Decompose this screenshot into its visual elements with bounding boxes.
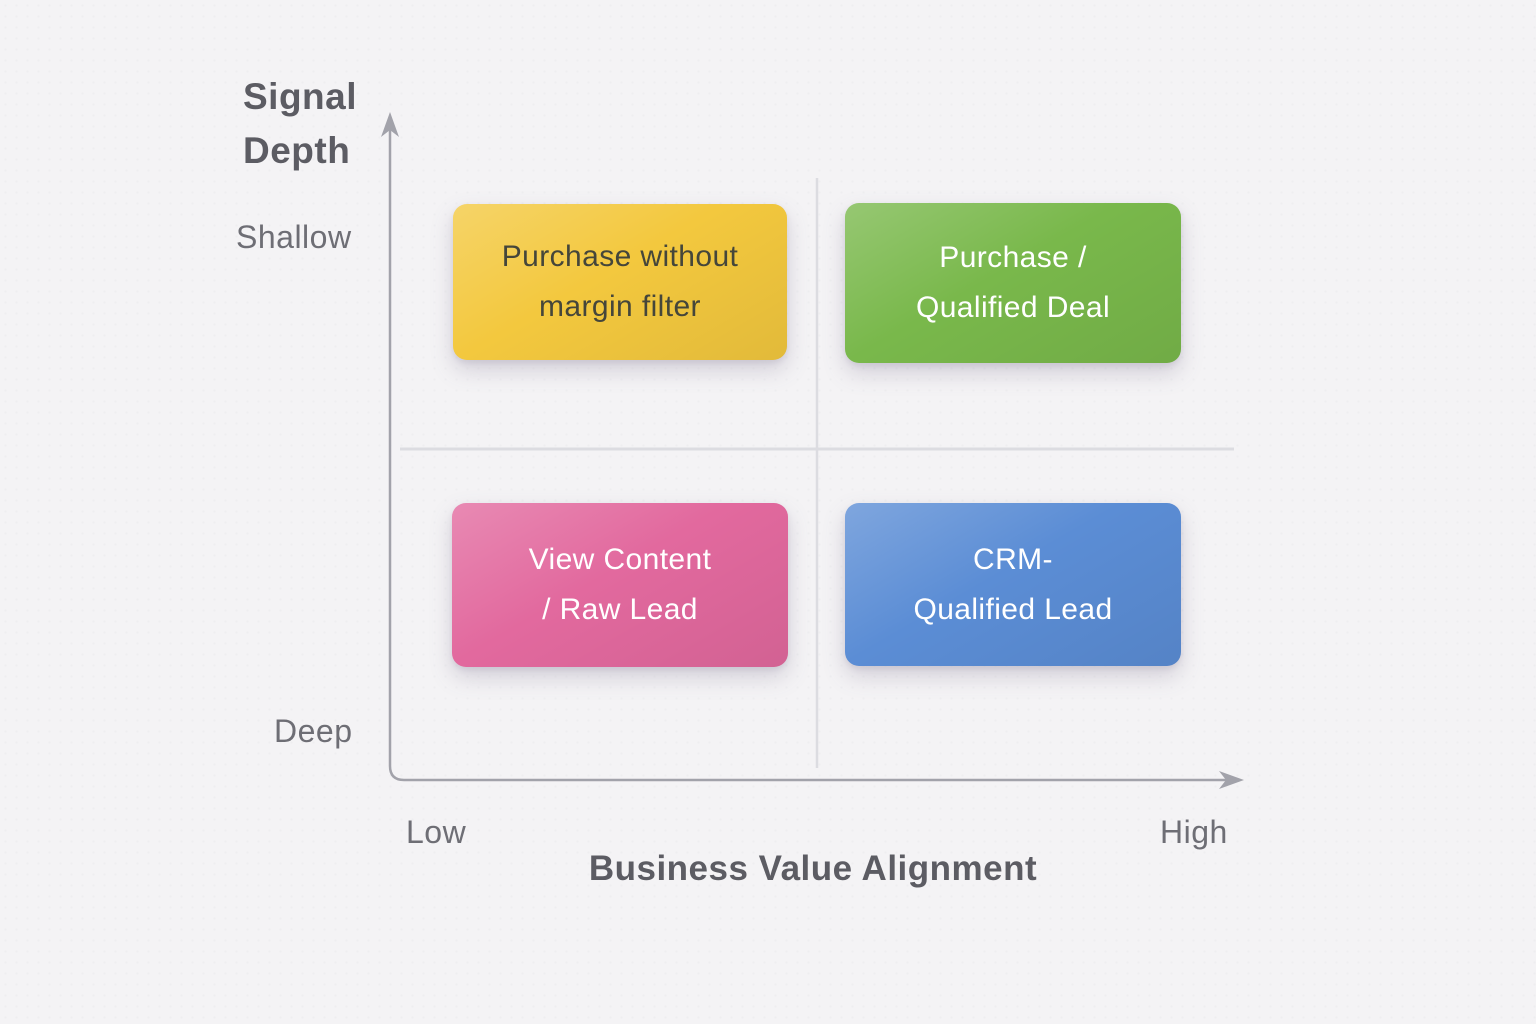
- y-axis-arrow-icon: [381, 112, 399, 137]
- quadrant-label-line1: CRM-: [973, 542, 1053, 576]
- tick-label-high: High: [1160, 814, 1228, 850]
- quadrant-top-left-box: Purchase without margin filter: [453, 204, 787, 360]
- tick-label-deep: Deep: [274, 713, 353, 749]
- quadrant-label-line1: Purchase without: [501, 240, 739, 273]
- y-axis-title-line1: Signal: [243, 76, 358, 117]
- quadrant-label-line1: Purchase /: [939, 241, 1087, 274]
- quadrant-label-line2: Qualified Deal: [915, 291, 1111, 324]
- quadrant-top-right-box: Purchase / Qualified Deal: [845, 203, 1181, 363]
- tick-label-low: Low: [406, 814, 467, 850]
- quadrant-label-line2: / Raw Lead: [542, 593, 698, 626]
- x-axis-arrow-icon: [1219, 771, 1244, 789]
- x-axis-title: Business Value Alignment: [588, 849, 1038, 888]
- quadrant-label-line1: View Content: [528, 543, 712, 576]
- quadrant-bottom-right-box: CRM- Qualified Lead: [845, 503, 1181, 666]
- quadrant-label-line2: Qualified Lead: [913, 592, 1113, 626]
- y-axis-title: Signal Depth: [243, 70, 357, 178]
- tick-label-shallow: Shallow: [236, 219, 352, 255]
- y-axis-title-line2: Depth: [243, 130, 351, 171]
- quadrant-label-line2: margin filter: [539, 290, 701, 323]
- quadrant-bottom-left-box: View Content / Raw Lead: [452, 503, 788, 667]
